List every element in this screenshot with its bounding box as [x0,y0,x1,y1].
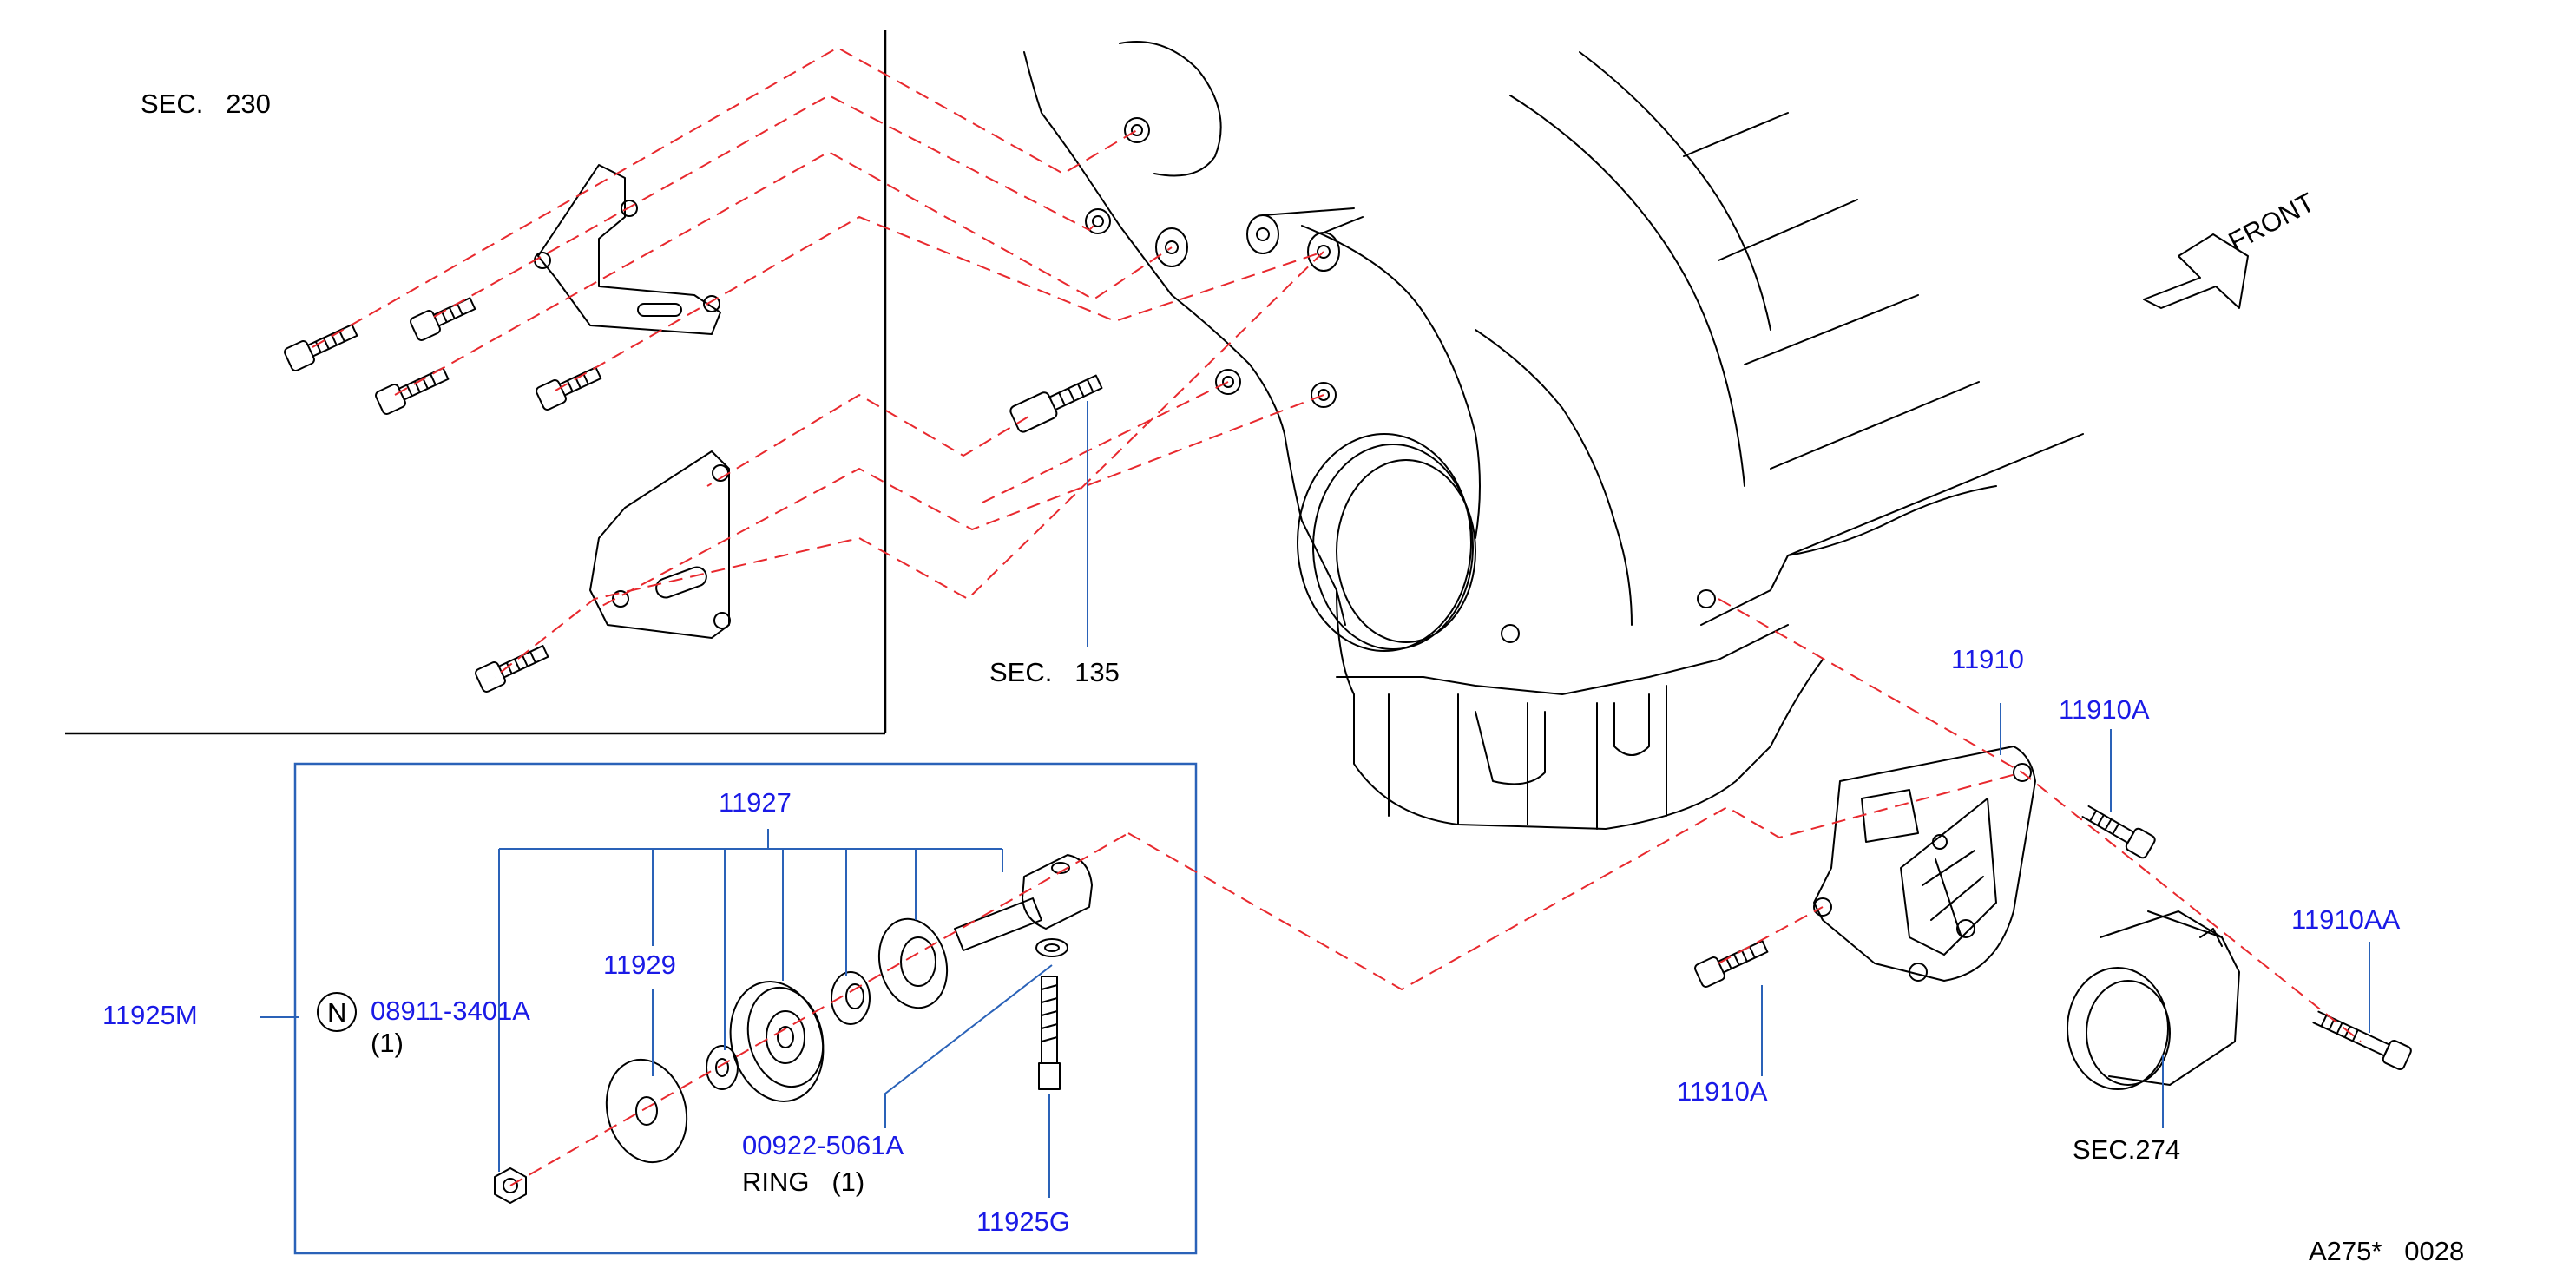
alternator-bracket [1813,746,2036,982]
idler-pulley-kit-frame [293,762,1198,1255]
engine-block-outline [1023,41,2084,830]
sec230-upper-bracket [534,164,721,335]
sec135-stud [1009,374,1103,433]
part-11929-label: 11929 [603,950,676,980]
part-11910AA-label: 11910AA [2291,904,2401,935]
upper-assembly-lines [312,46,1324,678]
part-11910-label: 11910 [1951,644,2024,674]
alternator-assembly-lines [1127,598,2362,1042]
ring-part-code-label: 00922-5061A [742,1130,904,1160]
ring-qty-label: RING (1) [742,1166,864,1197]
nut-note-circle [317,992,357,1032]
nut-note-mark: N [327,997,346,1028]
front-label: FRONT [2224,187,2320,257]
sec230-bolts [284,297,602,693]
alternator-sec274 [2067,910,2240,1090]
sec230-label: SEC. 230 [141,89,271,119]
pulley-assembly-line [509,832,1129,1186]
diagram-id-label: A275* 0028 [2309,1236,2464,1266]
part-11927-label: 11927 [719,787,792,818]
engine-mounting-bosses [1085,117,1364,408]
nut-qty-label: (1) [371,1028,404,1058]
part-11910A-bottom-label: 11910A [1677,1076,1768,1107]
part-11925G-label: 11925G [976,1206,1070,1237]
part-11910A-top-label: 11910A [2059,694,2150,725]
leader-lines [260,401,2370,1198]
nut-part-code-label: 08911-3401A [371,996,530,1026]
sec230-lower-bracket [589,450,731,639]
sec274-label: SEC.274 [2073,1134,2180,1165]
part-11925M-label: 11925M [102,1000,198,1030]
front-arrow-icon [2143,233,2249,309]
sec230-inset-frame [65,30,887,735]
idler-pulley-parts [494,854,1093,1204]
alternator-bolts [1694,805,2412,1071]
sec135-label: SEC. 135 [989,657,1120,687]
